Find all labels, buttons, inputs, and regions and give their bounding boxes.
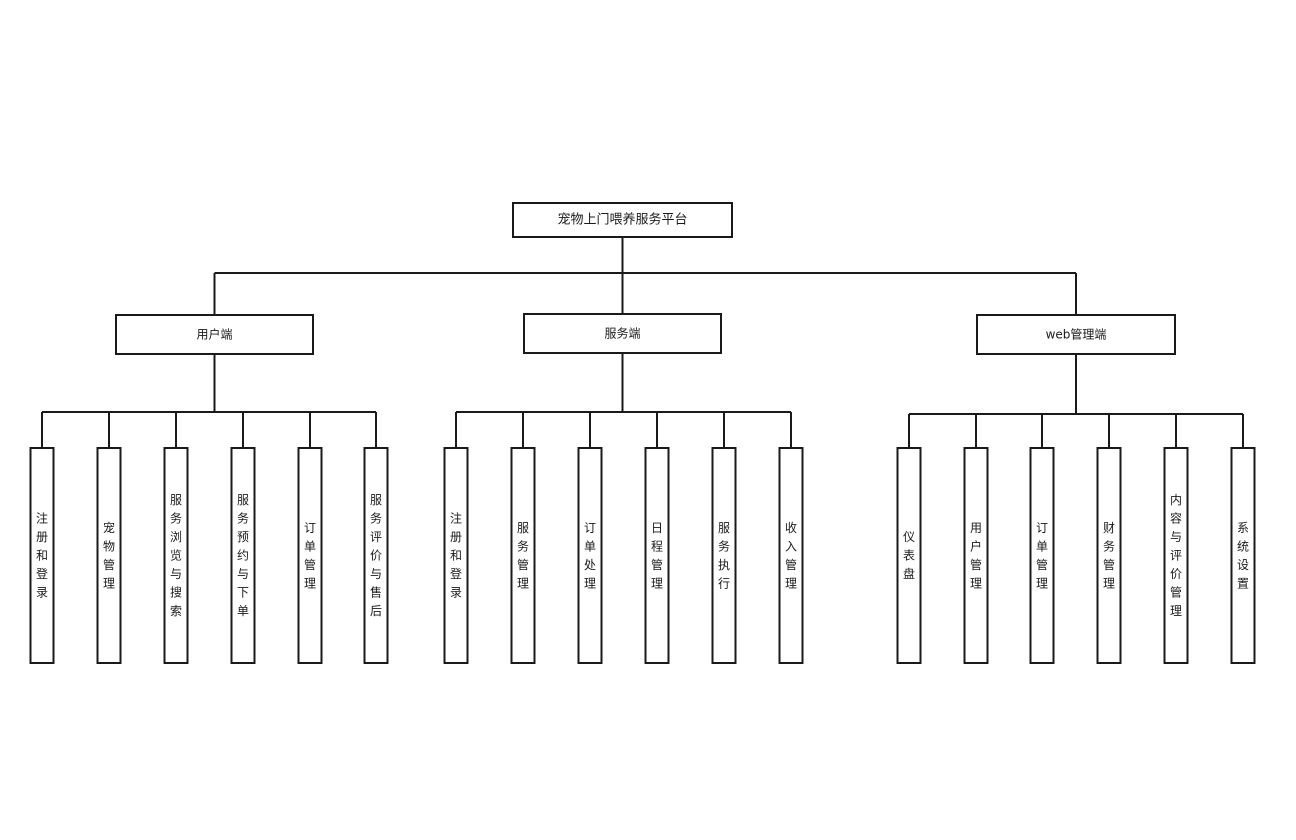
module-box — [896, 447, 922, 664]
module-box — [1163, 447, 1189, 664]
module-label: 订单管理 — [1036, 521, 1048, 591]
connector-lines — [41, 237, 1244, 448]
module-box — [577, 447, 603, 664]
module-web-admin-1: 仪表盘 — [896, 447, 922, 664]
module-label: 收入管理 — [785, 521, 797, 591]
module-box — [1230, 447, 1256, 664]
module-box — [363, 447, 389, 664]
module-label: 系统设置 — [1237, 521, 1249, 591]
root-label: 宠物上门喂养服务平台 — [557, 212, 687, 228]
module-box — [96, 447, 122, 664]
module-user-2: 宠物管理 — [96, 447, 122, 664]
module-service-2: 服务管理 — [510, 447, 536, 664]
module-web-admin-5: 内容与评价管理 — [1163, 447, 1189, 664]
module-box — [29, 447, 55, 664]
module-box — [163, 447, 189, 664]
module-label: 仪表盘 — [903, 530, 915, 581]
module-box — [1029, 447, 1055, 664]
module-web-admin-3: 订单管理 — [1029, 447, 1055, 664]
module-label: 注册和登录 — [450, 511, 462, 600]
module-boxes: 注册和登录 宠物管理 服务浏览与搜索 服务预约与下单 订单管理 服务评价与售后 注册和登录 服… — [29, 447, 1256, 664]
module-box — [443, 447, 469, 664]
branch-web-admin: web管理端 — [976, 314, 1176, 355]
module-user-3: 服务浏览与搜索 — [163, 447, 189, 664]
module-web-admin-2: 用户管理 — [963, 447, 989, 664]
branch-label-user: 用户端 — [196, 327, 232, 342]
module-label: 订单管理 — [304, 521, 316, 591]
module-label: 服务预约与下单 — [237, 493, 249, 618]
module-box — [297, 447, 323, 664]
module-service-1: 注册和登录 — [443, 447, 469, 664]
module-label: 服务浏览与搜索 — [170, 493, 182, 618]
root-box — [512, 202, 733, 238]
module-web-admin-6: 系统设置 — [1230, 447, 1256, 664]
module-user-6: 服务评价与售后 — [363, 447, 389, 664]
branch-box-service — [523, 313, 722, 354]
branch-service: 服务端 — [523, 313, 722, 354]
root-node: 宠物上门喂养服务平台 — [512, 202, 733, 238]
module-box — [1096, 447, 1122, 664]
module-label: 订单处理 — [584, 521, 596, 591]
module-service-5: 服务执行 — [711, 447, 737, 664]
module-web-admin-4: 财务管理 — [1096, 447, 1122, 664]
module-label: 内容与评价管理 — [1170, 493, 1182, 618]
module-box — [963, 447, 989, 664]
module-box — [778, 447, 804, 664]
module-box — [510, 447, 536, 664]
module-service-6: 收入管理 — [778, 447, 804, 664]
branch-box-user — [115, 314, 314, 355]
module-label: 服务管理 — [517, 521, 529, 591]
module-box — [644, 447, 670, 664]
module-label: 注册和登录 — [36, 511, 48, 600]
branch-label-web-admin: web管理端 — [1046, 327, 1107, 342]
module-label: 服务执行 — [718, 521, 730, 591]
module-box — [230, 447, 256, 664]
module-label: 宠物管理 — [103, 520, 115, 591]
module-label: 财务管理 — [1103, 521, 1115, 591]
module-label: 日程管理 — [651, 521, 663, 591]
module-service-3: 订单处理 — [577, 447, 603, 664]
module-user-1: 注册和登录 — [29, 447, 55, 664]
module-service-4: 日程管理 — [644, 447, 670, 664]
module-user-4: 服务预约与下单 — [230, 447, 256, 664]
module-box — [711, 447, 737, 664]
module-label: 服务评价与售后 — [370, 493, 382, 618]
module-user-5: 订单管理 — [297, 447, 323, 664]
branch-label-service: 服务端 — [604, 326, 640, 341]
branch-user: 用户端 — [115, 314, 314, 355]
module-label: 用户管理 — [970, 521, 982, 591]
branch-box-web-admin — [976, 314, 1176, 355]
